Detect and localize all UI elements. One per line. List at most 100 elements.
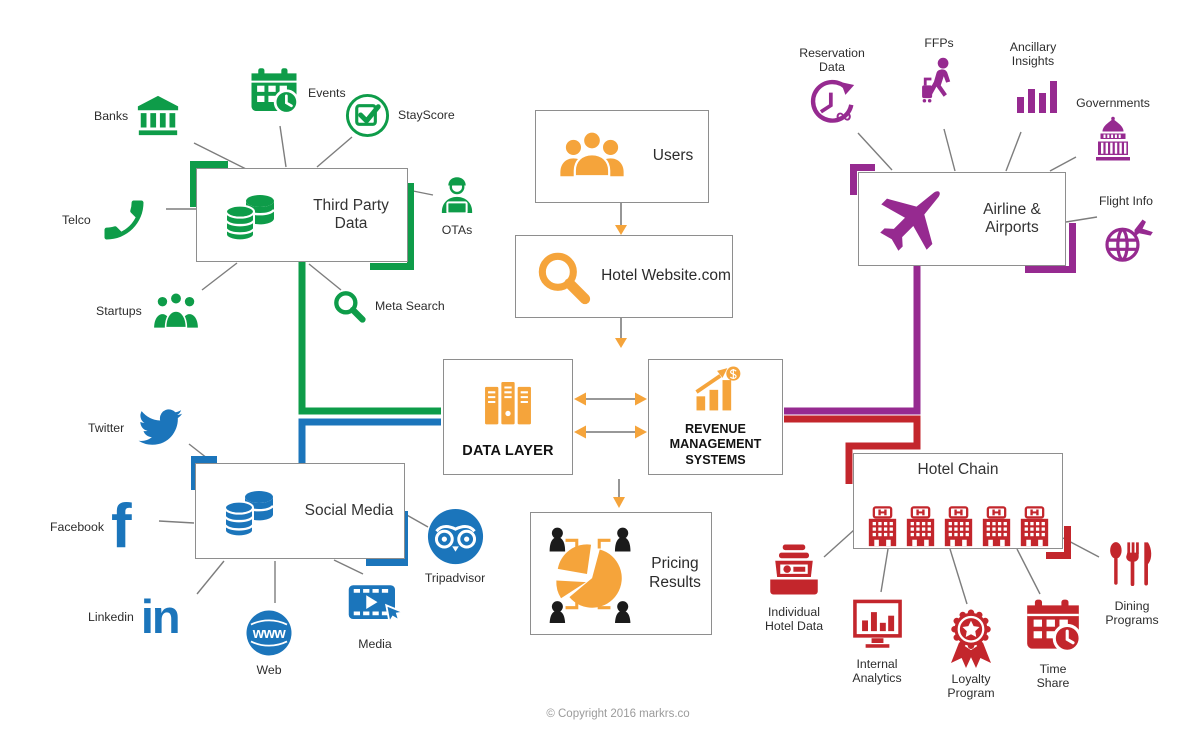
award-ribbon-icon (941, 607, 1001, 669)
data-layer-box: DATA LAYER (443, 359, 573, 475)
satellite-tripadvisor: Tripadvisor (412, 505, 498, 585)
satellite-events: Events (247, 66, 346, 120)
satellite-twitter: Twitter (88, 404, 188, 452)
airline-airports-box: Airline & Airports (858, 172, 1066, 266)
twitter-bird-icon (131, 404, 188, 452)
hotel-website-box: Hotel Website.com (515, 235, 733, 318)
ffps-label: FFPs (924, 36, 954, 50)
line-tripadvisor (404, 513, 429, 528)
globe-plane-icon (1099, 211, 1154, 267)
hotel-building-icon (1019, 506, 1050, 548)
satellite-connector-lines (158, 125, 1100, 605)
hotel-website-label: Hotel Website.com (601, 267, 731, 285)
bank-icon (135, 93, 181, 139)
line-facebook (158, 520, 195, 524)
accent-airline-bottom-right (1025, 223, 1076, 273)
satellite-loyalty-program: Loyalty Program (934, 607, 1008, 700)
hotel-building-icon (905, 506, 936, 548)
accent-hotel-bottom-right (1046, 526, 1071, 559)
agent-icon (435, 172, 479, 220)
line-time-share (1016, 548, 1041, 595)
telco-label: Telco (62, 212, 91, 227)
web-label: Web (256, 663, 282, 677)
line-governments (1049, 156, 1077, 172)
utensils-icon (1105, 538, 1160, 596)
satellite-ancillary-insights: Ancillary Insights (994, 40, 1072, 123)
satellite-web: www Web (238, 606, 300, 677)
copyright-text: © Copyright 2016 markrs.co (546, 708, 690, 720)
governments-label: Governments (1076, 96, 1150, 110)
database-icon (213, 183, 287, 247)
search-icon (532, 246, 594, 308)
satellite-ffps: FFPs (906, 36, 972, 113)
hotel-building-icon (981, 506, 1012, 548)
twitter-label: Twitter (88, 420, 125, 435)
line-internal-analytics (880, 548, 889, 593)
internal-analytics-label: Internal Analytics (852, 657, 902, 686)
accent-social-top-left (191, 456, 217, 490)
accent-third-party-top-left (190, 161, 228, 207)
tripadvisor-label: Tripadvisor (424, 571, 486, 585)
check-circle-icon (344, 92, 391, 139)
flow-arrowheads (574, 225, 647, 508)
connector-hotel-chain-to-rms (784, 415, 921, 484)
airline-airports-title: Airline & Airports (983, 200, 1041, 236)
arrowhead-website-down (615, 338, 627, 348)
analytics-monitor-icon (849, 594, 906, 654)
satellite-media: Media (342, 574, 408, 651)
satellite-otas: OTAs (428, 172, 486, 237)
hotel-building-icon (867, 506, 898, 548)
time-share-label: Time Share (1036, 662, 1070, 691)
events-label: Events (308, 85, 346, 100)
facebook-label: Facebook (50, 520, 105, 535)
facebook-f-icon: f (111, 492, 132, 561)
accent-third-party-bottom-right (370, 183, 414, 270)
infinity-glyph: ∞ (836, 103, 852, 128)
banks-label: Banks (94, 108, 129, 123)
line-media (333, 559, 364, 575)
accent-airline-top-left (850, 164, 875, 195)
hotel-chain-title: Hotel Chain (917, 461, 999, 478)
www-globe-icon: www (246, 610, 292, 656)
calendar-icon (247, 66, 301, 120)
people-group-icon (149, 286, 203, 336)
hotel-chain-box: Hotel Chain (853, 453, 1063, 549)
social-media-box: Social Media (195, 463, 405, 559)
meta-search-label: Meta Search (375, 298, 445, 313)
line-meta-search (308, 263, 342, 291)
users-label: Users (652, 147, 694, 165)
satellite-linkedin: Linkedin in (88, 593, 181, 640)
arrowhead-users-down (615, 225, 627, 235)
phone-icon (98, 194, 150, 246)
hotel-building-icon (943, 506, 974, 548)
satellite-internal-analytics: Internal Analytics (838, 594, 916, 685)
capitol-icon (1089, 113, 1137, 165)
satellite-reservation-data: Reservation Data ∞ (792, 46, 872, 135)
satellite-banks: Banks (94, 93, 181, 139)
reservation-data-label: Reservation Data (799, 46, 865, 75)
arrowhead-top-right (635, 392, 647, 406)
social-media-title: Social Media (304, 501, 394, 519)
pricing-results-box: Pricing Results (530, 512, 712, 635)
line-banks (193, 142, 247, 170)
tripadvisor-owl-icon (424, 505, 487, 568)
bar-chart-icon (1009, 71, 1057, 123)
line-ancillary-insights (1005, 131, 1022, 172)
pie-chart-icon (539, 525, 637, 623)
arrowhead-top-left (574, 392, 586, 406)
satellite-individual-hotel-data: Individual Hotel Data (758, 542, 830, 633)
otas-label: OTAs (441, 223, 473, 237)
satellite-flight-info: Flight Info (1092, 194, 1160, 267)
hotel-buildings-row (867, 506, 1050, 548)
satellite-meta-search: Meta Search (330, 287, 445, 325)
data-layer-label: DATA LAYER (462, 442, 554, 459)
satellite-startups: Startups (96, 286, 203, 336)
connector-third-party-to-data-layer (298, 262, 441, 415)
media-film-icon (344, 574, 406, 634)
loyalty-program-label: Loyalty Program (947, 672, 995, 701)
third-party-data-box: Third Party Data (196, 168, 408, 262)
reservation-clock-icon: ∞ (810, 80, 855, 128)
individual-hotel-data-label: Individual Hotel Data (764, 605, 824, 634)
pricing-results-label: Pricing Results (649, 554, 701, 591)
